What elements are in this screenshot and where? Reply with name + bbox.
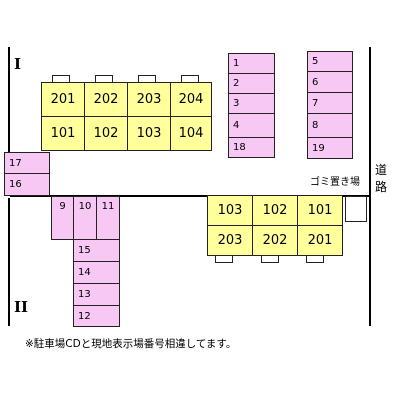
- parking-lot-13: 13: [73, 283, 120, 306]
- unit-ii-202: 202: [252, 225, 298, 256]
- unit-ii-103: 103: [207, 195, 253, 226]
- road-label-char: 道: [374, 163, 387, 177]
- parking-lot-8: 8: [307, 113, 353, 138]
- parking-lot-15: 15: [73, 239, 120, 262]
- parking-lot-9: 9: [51, 196, 74, 240]
- garbage-area-label: ゴミ置き場: [310, 177, 360, 188]
- parking-lot-16: 16: [4, 173, 50, 196]
- footnote: ※駐車場CDと現地表示場番号相違してます。: [25, 338, 237, 350]
- stair-marker: [95, 75, 113, 82]
- boundary-right: [369, 47, 371, 326]
- stair-marker: [215, 256, 233, 263]
- driveway-line: [10, 195, 370, 197]
- parking-lot-17: 17: [4, 152, 50, 174]
- parking-lot-19: 19: [307, 137, 353, 159]
- unit-101: 101: [41, 116, 85, 151]
- parking-lot-1: 1: [228, 53, 275, 74]
- stair-marker: [181, 75, 199, 82]
- building-ii-label: II: [14, 298, 29, 316]
- unit-ii-102: 102: [252, 195, 298, 226]
- unit-102: 102: [84, 116, 128, 151]
- unit-103: 103: [127, 116, 171, 151]
- stair-marker: [138, 75, 156, 82]
- stair-marker: [52, 75, 70, 82]
- parking-lot-3: 3: [228, 93, 275, 114]
- road-label: 道 路: [374, 162, 388, 196]
- parking-lot-5: 5: [307, 51, 353, 72]
- road-label-char: 路: [374, 180, 387, 194]
- unit-201: 201: [41, 82, 85, 117]
- parking-lot-10: 10: [73, 196, 97, 240]
- parking-lot-7: 7: [307, 92, 353, 114]
- parking-lot-18: 18: [228, 137, 275, 158]
- stair-marker: [306, 256, 324, 263]
- unit-ii-201: 201: [297, 225, 343, 256]
- parking-lot-6: 6: [307, 71, 353, 93]
- garbage-area-box: [345, 196, 367, 222]
- parking-lot-2: 2: [228, 73, 275, 94]
- unit-ii-203: 203: [207, 225, 253, 256]
- building-i-label: I: [14, 55, 22, 73]
- stair-marker: [261, 256, 279, 263]
- unit-204: 204: [170, 82, 212, 117]
- unit-202: 202: [84, 82, 128, 117]
- unit-104: 104: [170, 116, 212, 151]
- boundary-left-lower: [8, 198, 10, 326]
- unit-203: 203: [127, 82, 171, 117]
- parking-lot-11: 11: [96, 196, 120, 240]
- parking-lot-12: 12: [73, 305, 120, 327]
- parking-lot-4: 4: [228, 113, 275, 138]
- unit-ii-101: 101: [297, 195, 343, 226]
- boundary-left: [8, 47, 10, 152]
- parking-lot-14: 14: [73, 261, 120, 284]
